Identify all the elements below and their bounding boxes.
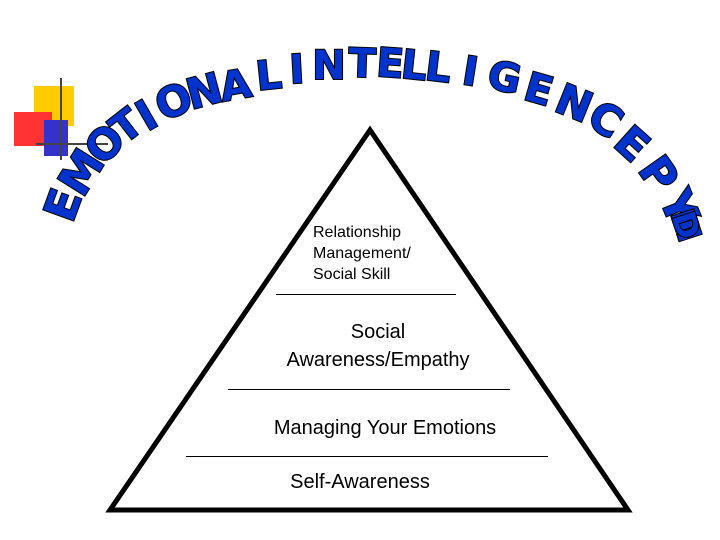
level-3-divider [186, 456, 548, 457]
title-letter: I [459, 48, 481, 96]
level-1-line-3: Social Skill [313, 266, 391, 283]
level-3-line-1: Managing Your Emotions [273, 417, 497, 439]
decor-blue-square [44, 120, 68, 156]
title-letter: A [216, 61, 255, 112]
level-2-line-1: Social [350, 321, 406, 343]
level-1-line-1: Relationship [313, 224, 402, 241]
level-1-label: Relationship Management/ Social Skill [313, 222, 411, 285]
title-letter: L [399, 42, 429, 90]
level-4-label: Self-Awareness [240, 469, 480, 495]
level-2-line-2: Awareness/Empathy [286, 349, 470, 371]
title-letter: L [423, 44, 454, 93]
level-2-divider [228, 389, 510, 390]
level-1-line-2: Management/ [313, 245, 411, 262]
title-letter: G [484, 52, 526, 104]
corner-decoration [14, 78, 108, 160]
level-3-label: Managing Your Emotions [220, 414, 550, 442]
level-2-label: Social Awareness/Empathy [250, 318, 506, 374]
level-1-divider [276, 294, 456, 295]
title-letter: L [254, 52, 284, 100]
level-4-line-1: Self-Awareness [290, 471, 430, 493]
title-letter: T [348, 41, 378, 88]
title-letter: E [375, 40, 405, 88]
title-letter: N [312, 43, 345, 89]
title-letter: I [288, 47, 305, 94]
pyramid-outline [105, 125, 633, 513]
